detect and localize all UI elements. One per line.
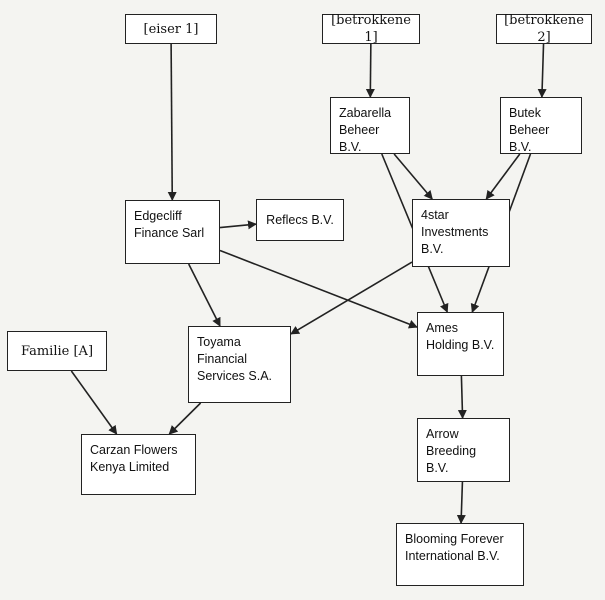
arrow-fourstar-to-toyama	[290, 261, 413, 335]
reflecs-box: Reflecs B.V.	[256, 199, 344, 241]
reflecs-label: Reflecs B.V.	[266, 212, 334, 227]
arrow-eiser1-to-edgecliff	[167, 43, 177, 201]
arrow-arrow-to-blooming	[456, 481, 466, 524]
arrow-toyama-to-carzan	[168, 402, 202, 435]
betrokkene-2-label: [betrokkene 2]	[504, 13, 584, 45]
4star-investments-label: 4star Investments B.V.	[421, 208, 489, 256]
arrow-breeding-label: Arrow Breeding B.V.	[426, 427, 477, 475]
arrow-butek-to-fourstar	[485, 153, 521, 200]
edgecliff-finance-box: Edgecliff Finance Sarl	[125, 200, 220, 264]
eiser-1-box: [eiser 1]	[125, 14, 217, 44]
arrow-ames-to-arrow	[457, 375, 467, 419]
arrow-edgecliff-to-toyama	[187, 263, 221, 327]
arrow-betrokkene2-to-butek	[537, 43, 547, 98]
eiser-1-label: [eiser 1]	[143, 21, 199, 37]
butek-beheer-label: Butek Beheer B.V.	[509, 106, 550, 154]
arrow-edgecliff-to-ames	[219, 249, 418, 329]
betrokkene-1-box: [betrokkene 1]	[322, 13, 420, 45]
familie-a-label: Familie [A]	[20, 343, 94, 359]
blooming-forever-box: Blooming Forever International B.V.	[396, 523, 524, 586]
butek-beheer-box: Butek Beheer B.V.	[500, 97, 582, 154]
blooming-forever-label: Blooming Forever International B.V.	[405, 532, 504, 563]
carzan-flowers-label: Carzan Flowers Kenya Limited	[90, 443, 178, 474]
ames-holding-label: Ames Holding B.V.	[426, 321, 495, 352]
toyama-financial-label: Toyama Financial Services S.A.	[197, 335, 273, 383]
arrow-breeding-box: Arrow Breeding B.V.	[417, 418, 510, 482]
arrow-edgecliff-to-reflecs	[219, 220, 257, 230]
arrow-betrokkene1-to-zabarella	[365, 43, 375, 98]
betrokkene-2-box: [betrokkene 2]	[496, 13, 592, 45]
zabarella-beheer-label: Zabarella Beheer B.V.	[339, 106, 392, 154]
edgecliff-finance-label: Edgecliff Finance Sarl	[134, 209, 205, 240]
toyama-financial-box: Toyama Financial Services S.A.	[188, 326, 291, 403]
arrow-familie-to-carzan	[70, 370, 118, 435]
4star-investments-box: 4star Investments B.V.	[412, 199, 510, 267]
zabarella-beheer-box: Zabarella Beheer B.V.	[330, 97, 410, 154]
ames-holding-box: Ames Holding B.V.	[417, 312, 504, 376]
betrokkene-1-label: [betrokkene 1]	[331, 13, 411, 45]
carzan-flowers-box: Carzan Flowers Kenya Limited	[81, 434, 196, 495]
familie-a-box: Familie [A]	[7, 331, 107, 371]
arrow-zabarella-to-fourstar	[393, 153, 433, 200]
